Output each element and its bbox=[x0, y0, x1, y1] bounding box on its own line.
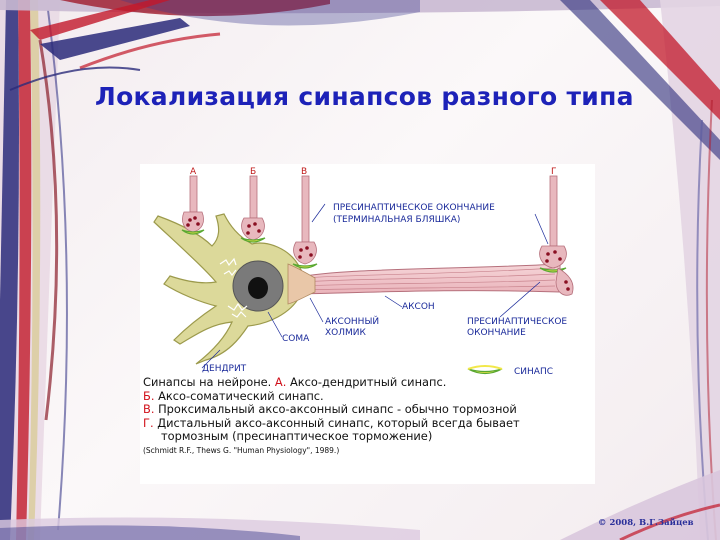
label-terminal-plaque: (ТЕРМИНАЛЬНАЯ БЛЯШКА) bbox=[333, 215, 460, 225]
caption-letter-b: Б. bbox=[143, 388, 155, 403]
synapse-legend-symbol bbox=[467, 365, 503, 375]
label-synapse-legend: СИНАПС bbox=[514, 367, 553, 377]
label-axon-hillock-1: АКСОННЫЙ bbox=[325, 315, 379, 327]
caption-text-g: Дистальный аксо-аксонный синапс, который… bbox=[157, 415, 520, 430]
axon-hillock bbox=[287, 263, 316, 305]
nucleolus bbox=[248, 277, 268, 299]
caption-text-v: Проксимальный аксо-аксонный синапс - обы… bbox=[158, 402, 517, 416]
caption-text-a: Аксо-дендритный синапс. bbox=[289, 375, 447, 389]
neuron-synapse-figure: А Б В Г ПРЕСИНАПТИЧЕСКОЕ ОКОНЧАНИЕ (ТЕРМ… bbox=[140, 164, 595, 484]
terminal-v bbox=[292, 175, 318, 269]
organelles bbox=[219, 257, 248, 318]
terminal-g bbox=[539, 175, 574, 296]
slide-title: Локализация синапсов разного типа bbox=[95, 82, 634, 111]
copyright: © 2008, В.Г.Зайцев bbox=[598, 518, 694, 528]
terminal-a bbox=[181, 175, 205, 235]
figure-caption: Синапсы на нейроне. А. Аксо-дендритный с… bbox=[143, 375, 593, 457]
terminal-b bbox=[240, 175, 266, 243]
label-presynaptic-terminal: ПРЕСИНАПТИЧЕСКОЕ ОКОНЧАНИЕ bbox=[333, 203, 495, 213]
label-presynaptic-end-1: ПРЕСИНАПТИЧЕСКОЕ bbox=[467, 317, 567, 327]
label-axon: АКСОН bbox=[402, 302, 435, 312]
label-dendrite: ДЕНДРИТ bbox=[202, 364, 247, 374]
caption-letter-g: Г. bbox=[143, 415, 154, 430]
label-presynaptic-end-2: ОКОНЧАНИЕ bbox=[467, 328, 526, 338]
leader-lines bbox=[201, 203, 549, 369]
terminal-label-v: В bbox=[301, 167, 307, 177]
label-axon-hillock-2: ХОЛМИК bbox=[325, 328, 367, 338]
caption-prefix: Синапсы на нейроне. bbox=[143, 375, 272, 389]
caption-letter-a: А. bbox=[274, 375, 287, 389]
caption-reference: (Schmidt R.F., Thews G. "Human Physiolog… bbox=[143, 445, 340, 455]
caption-text-b: Аксо-соматический синапс. bbox=[158, 388, 324, 403]
neuron-diagram: А Б В Г ПРЕСИНАПТИЧЕСКОЕ ОКОНЧАНИЕ (ТЕРМ… bbox=[153, 167, 574, 377]
terminal-label-g: Г bbox=[551, 167, 557, 177]
terminal-label-a: А bbox=[190, 167, 197, 177]
caption-text-g-cont: тормозным (пресинаптическое торможение) bbox=[161, 429, 433, 443]
terminal-label-b: Б bbox=[250, 167, 256, 177]
label-soma: СОМА bbox=[282, 334, 310, 344]
soma-body bbox=[153, 213, 305, 365]
caption-letter-v: В. bbox=[143, 402, 155, 416]
